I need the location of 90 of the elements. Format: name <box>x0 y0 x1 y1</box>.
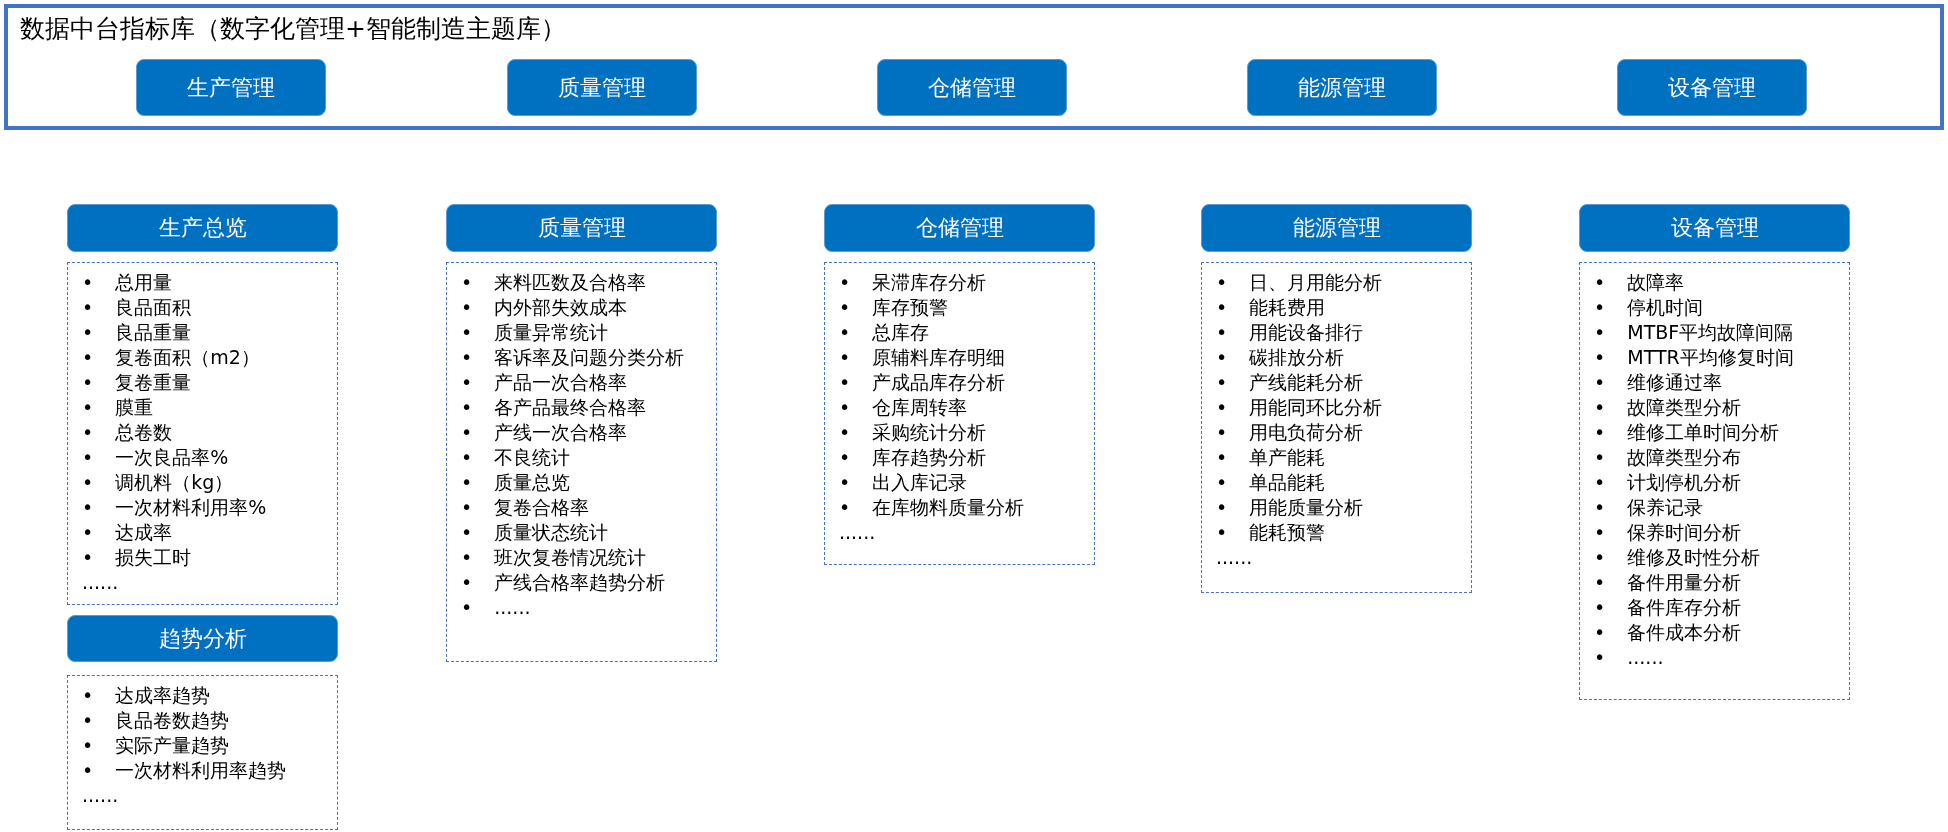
list-item: • 单产能耗 <box>1216 445 1326 470</box>
module-button: 仓储管理 <box>877 59 1067 116</box>
list-item: • 备件库存分析 <box>1594 595 1742 620</box>
module-button: 设备管理 <box>1617 59 1807 116</box>
section-header: 设备管理 <box>1579 204 1850 252</box>
list-item: • 不良统计 <box>461 445 571 470</box>
list-item: • 维修工单时间分析 <box>1594 420 1780 445</box>
list-item: • 损失工时 <box>82 545 192 570</box>
list-item: • 复卷合格率 <box>461 495 590 520</box>
list-item: • 故障率 <box>1594 270 1685 295</box>
list-item: • 实际产量趋势 <box>82 733 230 758</box>
list-item: • 故障类型分布 <box>1594 445 1742 470</box>
list-item: • 产线一次合格率 <box>461 420 628 445</box>
list-item: • 仓库周转率 <box>839 395 968 420</box>
list-item: • 良品面积 <box>82 295 192 320</box>
list-item: • 保养记录 <box>1594 495 1704 520</box>
list-item: • 总库存 <box>839 320 930 345</box>
list-item: • 良品卷数趋势 <box>82 708 230 733</box>
list-item: • 出入库记录 <box>839 470 968 495</box>
list-item: • 来料匹数及合格率 <box>461 270 647 295</box>
section-header: 仓储管理 <box>824 204 1095 252</box>
list-item: • 班次复卷情况统计 <box>461 545 647 570</box>
frame-heading: 数据中台指标库（数字化管理+智能制造主题库） <box>20 13 566 45</box>
list-item: • MTBF平均故障间隔 <box>1594 320 1794 345</box>
list-item: • 膜重 <box>82 395 154 420</box>
list-item: ...... <box>82 783 119 808</box>
list-item: • 用能设备排行 <box>1216 320 1364 345</box>
list-item: • 质量状态统计 <box>461 520 609 545</box>
list-item: • 能耗预警 <box>1216 520 1326 545</box>
dashed-list-box <box>67 262 338 605</box>
list-item: • 达成率趋势 <box>82 683 211 708</box>
section-header: 趋势分析 <box>67 615 338 662</box>
list-item: • 用能同环比分析 <box>1216 395 1383 420</box>
list-item: • 呆滞库存分析 <box>839 270 987 295</box>
module-button: 生产管理 <box>136 59 326 116</box>
list-item: • 保养时间分析 <box>1594 520 1742 545</box>
list-item: • 各产品最终合格率 <box>461 395 647 420</box>
list-item: • 能耗费用 <box>1216 295 1326 320</box>
list-item: • 日、月用能分析 <box>1216 270 1383 295</box>
list-item: • 停机时间 <box>1594 295 1704 320</box>
section-header: 质量管理 <box>446 204 717 252</box>
list-item: • ...... <box>461 595 531 620</box>
dashed-list-box <box>1201 262 1472 593</box>
list-item: • 一次良品率% <box>82 445 229 470</box>
section-header: 生产总览 <box>67 204 338 252</box>
module-button: 质量管理 <box>507 59 697 116</box>
list-item: • 库存预警 <box>839 295 949 320</box>
title-frame <box>4 4 1944 130</box>
list-item: ...... <box>82 570 119 595</box>
list-item: • 调机料（kg） <box>82 470 234 495</box>
list-item: • 一次材料利用率趋势 <box>82 758 287 783</box>
list-item: • 达成率 <box>82 520 173 545</box>
module-button: 能源管理 <box>1247 59 1437 116</box>
list-item: • 碳排放分析 <box>1216 345 1345 370</box>
list-item: • 产线合格率趋势分析 <box>461 570 666 595</box>
list-item: • 产品一次合格率 <box>461 370 628 395</box>
list-item: • 总卷数 <box>82 420 173 445</box>
list-item: • MTTR平均修复时间 <box>1594 345 1794 370</box>
list-item: • 在库物料质量分析 <box>839 495 1025 520</box>
list-item: • 备件用量分析 <box>1594 570 1742 595</box>
list-item: • 复卷面积（m2） <box>82 345 260 370</box>
list-item: • 备件成本分析 <box>1594 620 1742 645</box>
list-item: • 总用量 <box>82 270 173 295</box>
list-item: • 内外部失效成本 <box>461 295 628 320</box>
list-item: • 采购统计分析 <box>839 420 987 445</box>
section-header: 能源管理 <box>1201 204 1472 252</box>
list-item: • 用能质量分析 <box>1216 495 1364 520</box>
list-item: • 产线能耗分析 <box>1216 370 1364 395</box>
list-item: • 质量异常统计 <box>461 320 609 345</box>
list-item: • ...... <box>1594 645 1664 670</box>
list-item: • 复卷重量 <box>82 370 192 395</box>
list-item: • 故障类型分析 <box>1594 395 1742 420</box>
list-item: ...... <box>839 520 876 545</box>
list-item: • 产成品库存分析 <box>839 370 1006 395</box>
dashed-list-box <box>446 262 717 662</box>
list-item: ...... <box>1216 545 1253 570</box>
list-item: • 库存趋势分析 <box>839 445 987 470</box>
dashed-list-box <box>67 675 338 830</box>
list-item: • 原辅料库存明细 <box>839 345 1006 370</box>
list-item: • 单品能耗 <box>1216 470 1326 495</box>
list-item: • 维修通过率 <box>1594 370 1723 395</box>
list-item: • 用电负荷分析 <box>1216 420 1364 445</box>
list-item: • 良品重量 <box>82 320 192 345</box>
list-item: • 一次材料利用率% <box>82 495 267 520</box>
list-item: • 维修及时性分析 <box>1594 545 1761 570</box>
dashed-list-box <box>824 262 1095 565</box>
list-item: • 客诉率及问题分类分析 <box>461 345 685 370</box>
dashed-list-box <box>1579 262 1850 700</box>
list-item: • 计划停机分析 <box>1594 470 1742 495</box>
list-item: • 质量总览 <box>461 470 571 495</box>
